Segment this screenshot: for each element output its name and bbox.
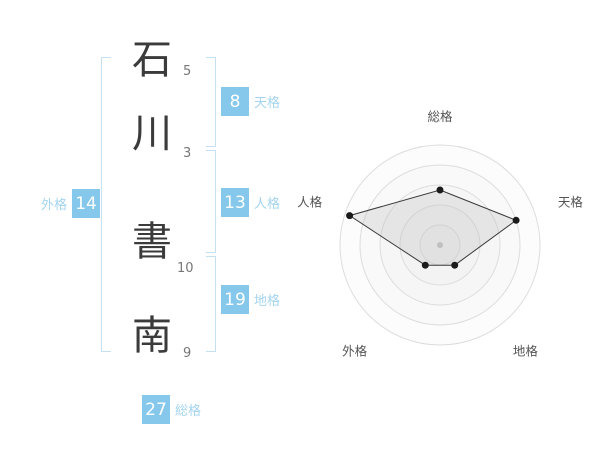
tenkaku-row: 8 天格 xyxy=(221,87,280,116)
radar-axis-label-3: 外格 xyxy=(342,343,368,358)
radar-point-外格 xyxy=(421,261,429,269)
soukaku-label: 総格 xyxy=(175,404,202,419)
soukaku-row: 27 総格 xyxy=(142,395,201,424)
radar-ring-5 xyxy=(339,144,541,346)
jinkaku-row: 13 人格 xyxy=(221,188,280,217)
stroke-count-2: 3 xyxy=(183,146,192,161)
stroke-count-3: 10 xyxy=(177,261,194,276)
chikaku-label: 地格 xyxy=(254,294,281,309)
soukaku-value-badge: 27 xyxy=(142,395,170,424)
radar-axis-label-1: 天格 xyxy=(558,195,584,210)
gaikaku-value-badge: 14 xyxy=(72,189,101,218)
tenkaku-label: 天格 xyxy=(254,96,281,111)
chikaku-row: 19 地格 xyxy=(221,285,280,314)
radar-point-総格 xyxy=(436,186,444,194)
gaikaku-row: 外格 14 xyxy=(41,189,101,218)
radar-center-dot xyxy=(437,242,443,248)
radar-axis-label-0: 総格 xyxy=(427,109,453,124)
tenkaku-value-badge: 8 xyxy=(221,87,249,116)
radar-polygon xyxy=(348,189,518,266)
tenkaku-bracket xyxy=(206,57,216,147)
stroke-count-1: 5 xyxy=(183,64,192,79)
radar-ring-4 xyxy=(359,164,521,326)
radar-ring-2 xyxy=(399,204,481,286)
name-character-3: 書 xyxy=(132,219,172,265)
chikaku-value-badge: 19 xyxy=(221,285,249,314)
radar-ring-3 xyxy=(379,184,501,306)
stroke-count-4: 9 xyxy=(183,346,192,361)
radar-point-天格 xyxy=(512,216,520,224)
name-character-2: 川 xyxy=(132,111,172,157)
radar-chart: 総格天格地格 外格 人格 xyxy=(295,85,595,405)
jinkaku-label: 人格 xyxy=(254,197,281,212)
name-character-4: 南 xyxy=(132,313,172,359)
name-character-1: 石 xyxy=(132,37,172,83)
chikaku-bracket xyxy=(206,256,216,352)
radar-point-人格 xyxy=(346,212,354,220)
radar-point-地格 xyxy=(451,261,459,269)
gaikaku-bracket xyxy=(101,57,111,352)
radar-axis-label-2: 地格 xyxy=(513,343,539,358)
jinkaku-bracket xyxy=(206,150,216,253)
gaikaku-label: 外格 xyxy=(41,198,68,213)
jinkaku-value-badge: 13 xyxy=(221,188,249,217)
radar-axis-label-4: 人格 xyxy=(297,195,323,210)
